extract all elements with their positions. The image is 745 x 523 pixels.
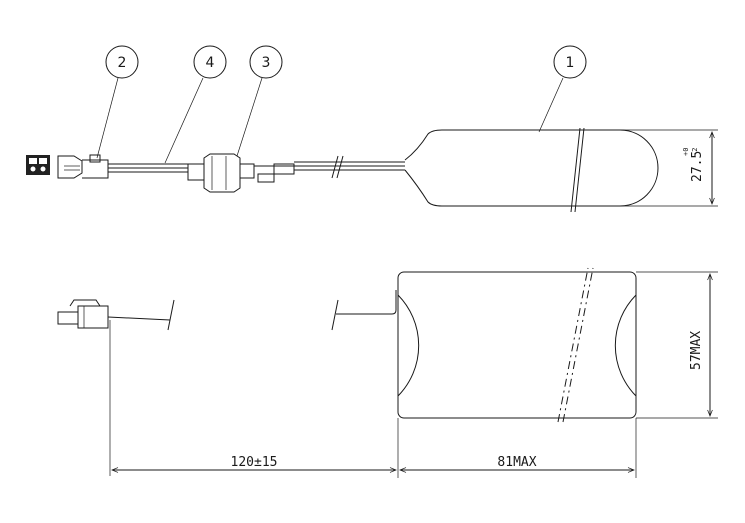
body-length-label: 81MAX <box>497 455 536 470</box>
thickness-tol-lower: -2 <box>691 148 699 156</box>
balloon-3: 3 <box>236 45 283 157</box>
balloon-4-label: 4 <box>206 55 215 71</box>
side-view: 27.5 +0 -2 <box>26 127 718 213</box>
balloon-4: 4 <box>164 45 227 164</box>
plan-view: 57MAX 120±15 81MAX <box>57 267 718 478</box>
battery-body-side <box>404 127 659 213</box>
connector-side <box>57 154 109 179</box>
thickness-dimension: 27.5 +0 -2 <box>620 129 718 207</box>
balloon-1: 1 <box>538 45 587 133</box>
balloon-2: 2 <box>96 45 139 159</box>
width-label: 57MAX <box>689 331 704 370</box>
balloon-2-label: 2 <box>118 55 127 71</box>
thickness-label: 27.5 <box>690 151 705 182</box>
tube-sleeve <box>187 153 295 193</box>
width-dimension: 57MAX <box>636 271 718 419</box>
thickness-tol-upper: +0 <box>682 148 690 156</box>
length-dimensions: 120±15 81MAX <box>111 418 637 478</box>
lead-length-label: 120±15 <box>231 455 278 470</box>
balloon-1-label: 1 <box>566 55 575 71</box>
battery-body-plan <box>397 267 637 423</box>
balloon-3-label: 3 <box>262 55 271 71</box>
socket-detail-icon <box>26 155 50 175</box>
lead-wires <box>108 155 405 179</box>
connector-plan <box>57 299 109 329</box>
